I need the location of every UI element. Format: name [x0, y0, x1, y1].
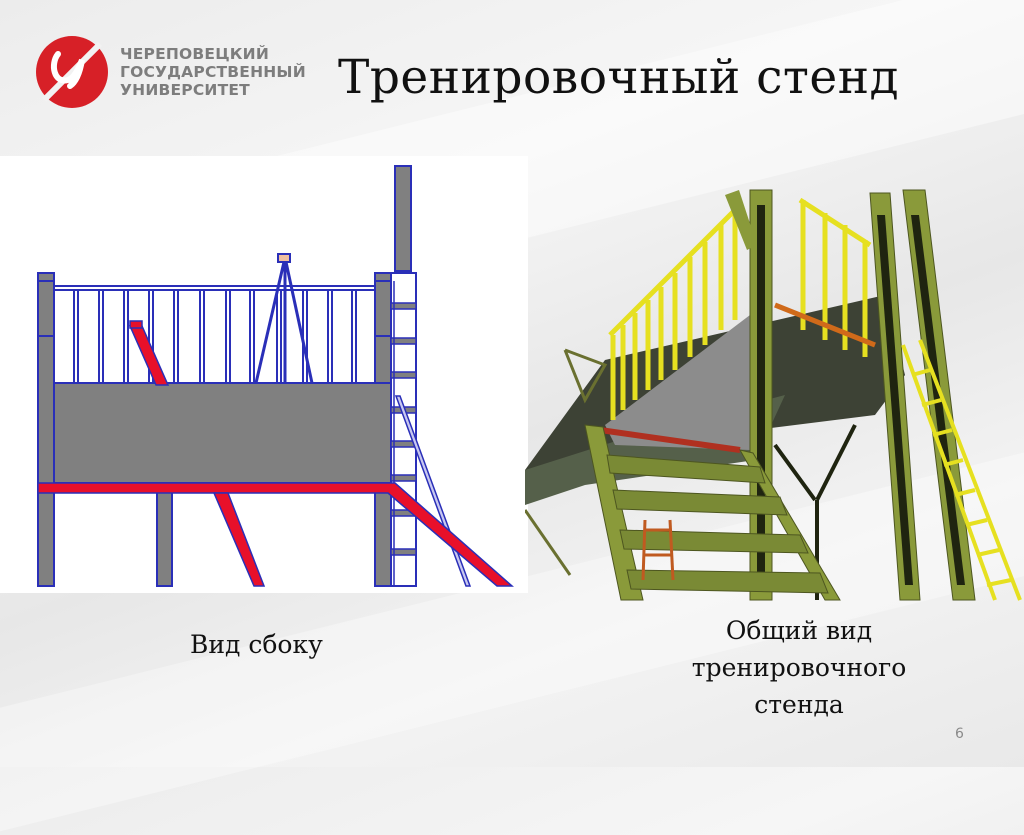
university-name: ЧЕРЕПОВЕЦКИЙ ГОСУДАРСТВЕННЫЙ УНИВЕРСИТЕТ [120, 45, 306, 99]
general-view-caption-line: Общий вид [725, 616, 873, 645]
training-stand-photo-graphic [525, 189, 1022, 601]
side-view-drawing-graphic [37, 165, 514, 587]
general-view-caption: Общий вид тренировочного стенда [664, 612, 934, 723]
university-logo: ЧЕРЕПОВЕЦКИЙ ГОСУДАРСТВЕННЫЙ УНИВЕРСИТЕТ [34, 34, 306, 110]
general-view-caption-line: стенда [754, 690, 844, 719]
page-number: 6 [955, 726, 964, 742]
training-stand-photo [525, 185, 1024, 603]
university-name-line: УНИВЕРСИТЕТ [120, 81, 250, 99]
slide-title: Тренировочный стенд [338, 50, 900, 105]
side-view-drawing [0, 156, 528, 593]
side-view-caption: Вид сбоку [190, 630, 323, 659]
university-name-line: ЧЕРЕПОВЕЦКИЙ [120, 45, 270, 63]
general-view-caption-line: тренировочного [691, 653, 907, 682]
university-name-line: ГОСУДАРСТВЕННЫЙ [120, 63, 306, 81]
university-logo-icon [36, 36, 108, 108]
